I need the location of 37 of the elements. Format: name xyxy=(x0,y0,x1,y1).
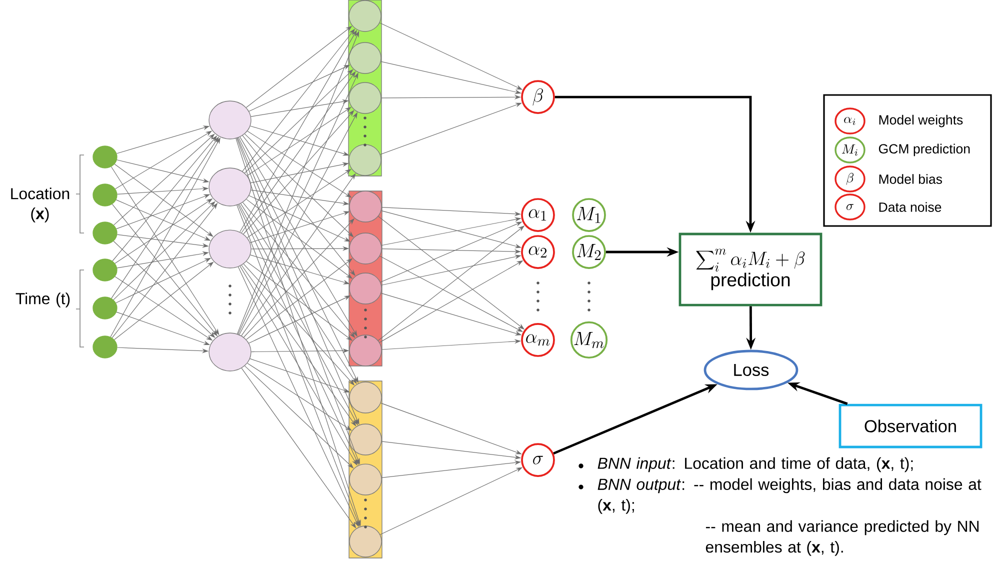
input-neuron xyxy=(92,222,118,244)
neuron xyxy=(349,382,382,414)
input-neuron xyxy=(92,146,118,168)
observation-box: Observation xyxy=(838,404,982,448)
legend-text: Model bias xyxy=(879,174,942,184)
note-text: BNN output: -- model weights, bias and data noise at (x, t); xyxy=(598,478,982,514)
note-text: -- mean and variance predicted by NN ensembles at (x, t). xyxy=(706,520,979,556)
neuron xyxy=(349,464,382,496)
neuron xyxy=(349,232,382,264)
connection-arrow xyxy=(113,201,216,300)
hidden-neuron xyxy=(208,168,252,206)
input-neuron xyxy=(92,184,118,206)
input-label: Time (t) xyxy=(16,292,70,308)
hidden-neuron xyxy=(208,230,252,268)
connection-arrow xyxy=(244,69,354,174)
neuron xyxy=(349,272,382,304)
input-neuron xyxy=(92,258,118,282)
connection-arrow xyxy=(113,134,215,226)
neuron xyxy=(349,526,382,558)
legend-text: Model weights xyxy=(879,114,963,128)
prediction-box: $\sum\nolimits_{i}^{m} \alpha_i M_i + \beta$ prediction xyxy=(678,232,822,306)
legend-text: GCM prediction xyxy=(878,144,970,156)
input-neuron xyxy=(92,296,118,320)
hidden-neuron xyxy=(208,332,252,372)
neuron xyxy=(349,334,382,366)
neuron xyxy=(348,144,382,176)
legend-text: Data noise xyxy=(879,202,942,212)
hidden-neuron xyxy=(208,100,252,140)
neuron xyxy=(348,0,382,32)
neuron xyxy=(348,42,382,74)
neuron xyxy=(348,82,382,114)
input-neuron xyxy=(92,336,118,358)
connection-arrow xyxy=(114,164,214,237)
note-text: BNN input: Location and time of data, (x, t); xyxy=(598,457,913,472)
input-label: Location (x) xyxy=(11,188,70,222)
neuron xyxy=(349,424,382,456)
neuron xyxy=(349,190,382,222)
